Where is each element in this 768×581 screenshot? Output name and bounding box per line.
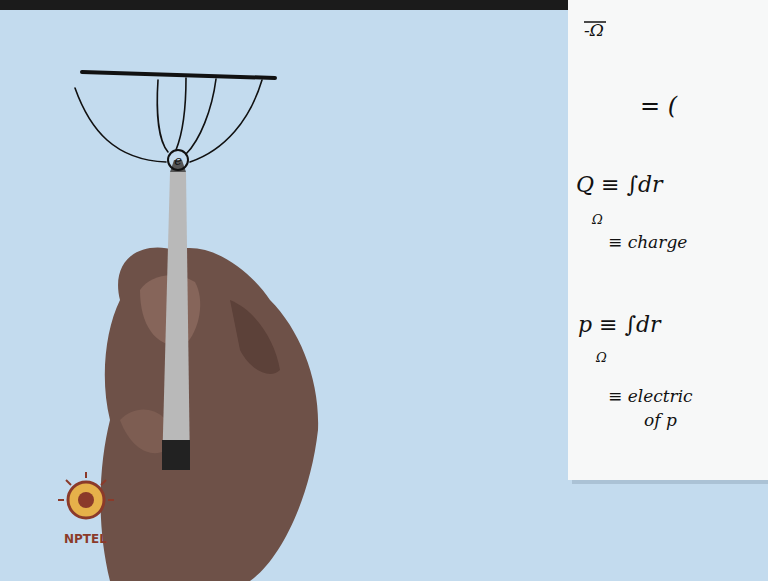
- nptel-logo: [58, 472, 114, 518]
- pen: [162, 160, 190, 470]
- charge-circle: e: [166, 148, 190, 172]
- note-sheet: [568, 0, 768, 480]
- domain-symbol: -Ω: [584, 20, 604, 40]
- electrode-sketch: [75, 72, 275, 162]
- equation: = (: [640, 92, 677, 120]
- charge-symbol: e: [166, 148, 190, 172]
- definition-note: ≡ electric: [608, 386, 693, 406]
- domain-symbol: Ω: [592, 212, 603, 227]
- definition-note: ≡ charge: [608, 232, 687, 252]
- hand: [101, 247, 319, 581]
- dipole-definition: p ≡ ∫dr: [578, 312, 661, 337]
- definition-note: of p: [644, 410, 677, 430]
- charge-definition: Q ≡ ∫dr: [576, 172, 663, 197]
- domain-symbol: Ω: [596, 350, 607, 365]
- watermark: NPTEL: [64, 532, 107, 546]
